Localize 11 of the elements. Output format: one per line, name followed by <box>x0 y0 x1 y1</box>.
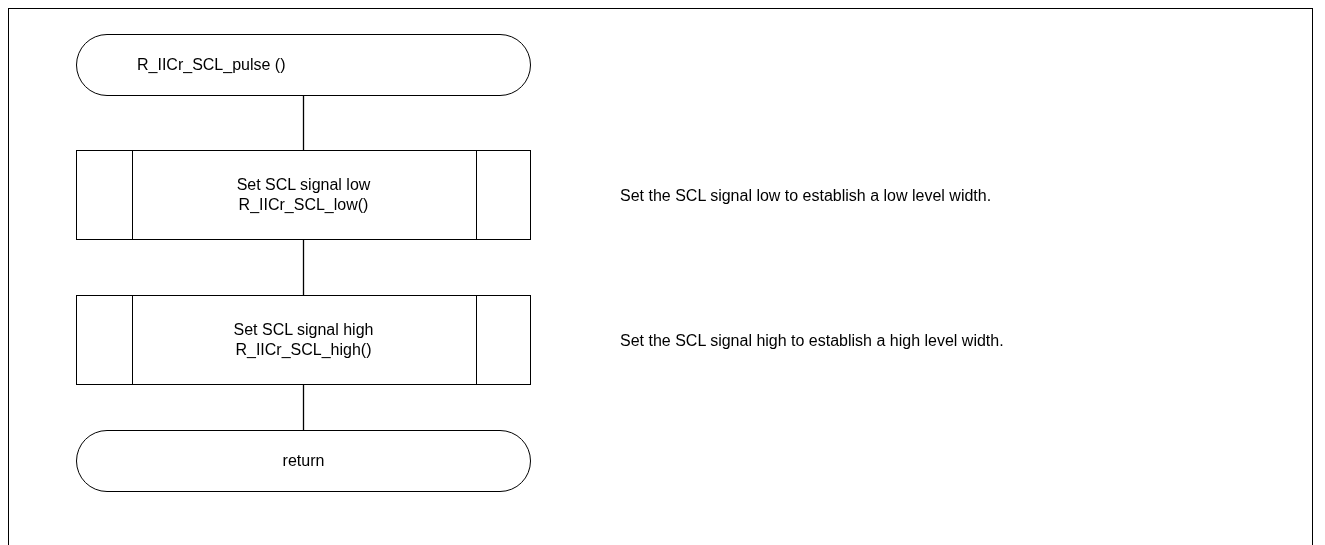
annotation-text: Set the SCL signal low to establish a low level width. <box>620 186 992 206</box>
predefined-process-box <box>76 295 531 385</box>
process-label: Set SCL signal high R_IICr_SCL_high() <box>232 320 375 360</box>
predefined-process-box <box>76 150 531 240</box>
terminal-label: R_IICr_SCL_pulse () <box>137 55 286 75</box>
connector-line <box>302 239 305 296</box>
terminal-label: return <box>281 451 326 471</box>
connector-line <box>302 384 305 431</box>
process-label: Set SCL signal low R_IICr_SCL_low() <box>235 175 372 215</box>
connector-line <box>302 95 305 151</box>
annotation-text: Set the SCL signal high to establish a high level width. <box>620 331 1004 351</box>
